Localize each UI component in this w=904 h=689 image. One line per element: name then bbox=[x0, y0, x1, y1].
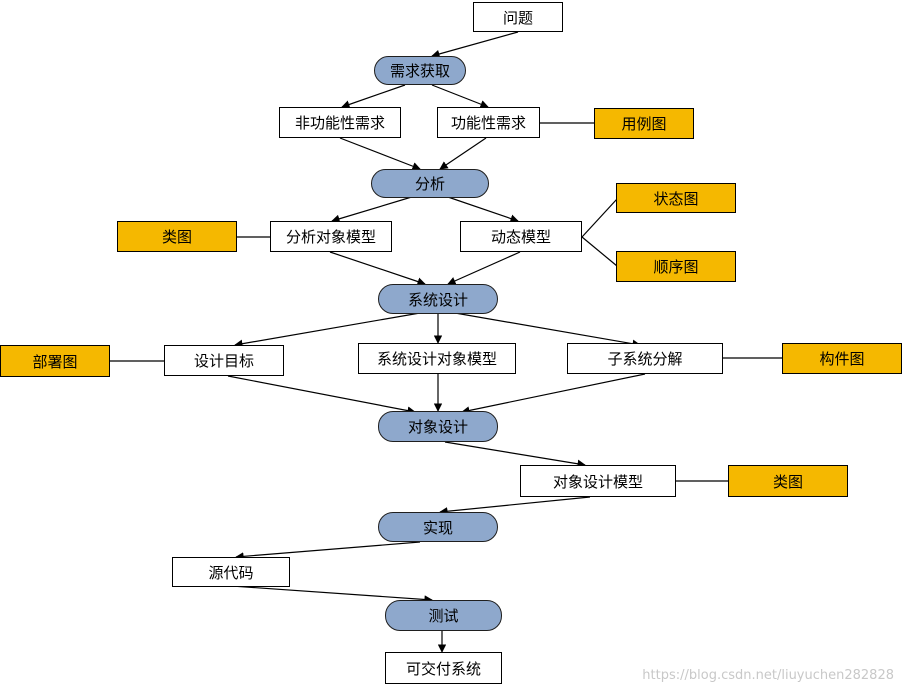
node-kejiaofu-xitong: 可交付系统 bbox=[385, 652, 502, 684]
process-duixiang-sheji: 对象设计 bbox=[378, 411, 498, 442]
node-duixiang-sheji-moxing: 对象设计模型 bbox=[520, 465, 676, 497]
artifact-goujian-tu: 构件图 bbox=[782, 343, 902, 374]
node-sheji-mubiao: 设计目标 bbox=[164, 345, 284, 376]
node-gongneng-xuqiu: 功能性需求 bbox=[437, 107, 540, 138]
node-fei-gongneng-xuqiu: 非功能性需求 bbox=[279, 107, 401, 138]
process-fenxi: 分析 bbox=[371, 169, 489, 198]
artifact-shunxu-tu: 顺序图 bbox=[616, 251, 736, 282]
process-shixian: 实现 bbox=[378, 512, 498, 542]
artifact-yongli-tu: 用例图 bbox=[594, 108, 694, 139]
process-xitong-sheji: 系统设计 bbox=[378, 284, 498, 314]
node-wenti: 问题 bbox=[473, 2, 563, 32]
watermark-text: https://blog.csdn.net/liuyuchen282828 bbox=[642, 668, 894, 683]
artifact-lei-tu-analysis: 类图 bbox=[117, 221, 237, 252]
node-dongtai-moxing: 动态模型 bbox=[460, 221, 582, 252]
node-zixitong-fenjie: 子系统分解 bbox=[567, 343, 723, 374]
artifact-zhuangtai-tu: 状态图 bbox=[616, 183, 736, 213]
process-ceshi: 测试 bbox=[385, 600, 502, 631]
node-yuandaima: 源代码 bbox=[172, 557, 290, 587]
artifact-bushu-tu: 部署图 bbox=[0, 345, 110, 377]
node-xitong-sheji-duixiang-moxing: 系统设计对象模型 bbox=[358, 343, 516, 374]
process-xuqiu-huoqu: 需求获取 bbox=[374, 56, 466, 85]
artifact-lei-tu-design: 类图 bbox=[728, 465, 848, 497]
node-fenxi-duixiang-moxing: 分析对象模型 bbox=[270, 221, 392, 252]
